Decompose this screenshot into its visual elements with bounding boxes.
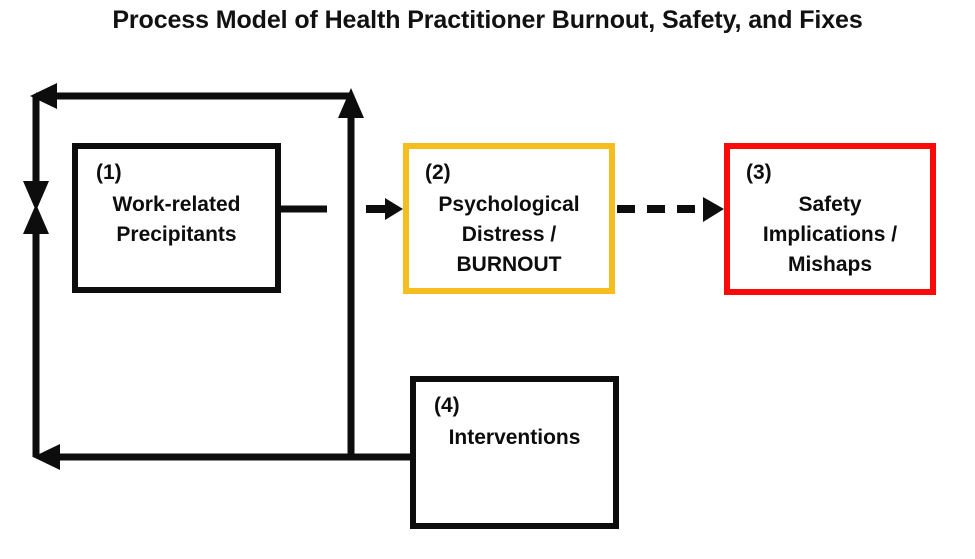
edge-bottom-arrowhead	[33, 444, 60, 470]
edge-riser-arrowhead	[338, 88, 364, 118]
node-3-index: (3)	[746, 161, 772, 184]
edge-feedback-top	[23, 83, 351, 211]
edge-interventions-feedback	[23, 204, 410, 470]
node-4-label: Interventions	[448, 426, 581, 449]
edge-1-to-2-arrowhead	[385, 198, 403, 220]
edge-feedback-down-arrowhead	[23, 181, 49, 211]
node-3-label: Safety Implications / Mishaps	[762, 193, 898, 276]
edge-riser-to-top	[338, 88, 364, 457]
edge-1-to-2	[281, 198, 403, 220]
edge-2-to-3	[617, 197, 724, 222]
node-psychological-distress-burnout[interactable]: (2) Psychological Distress / BURNOUT	[403, 143, 615, 294]
page-title: Process Model of Health Practitioner Bur…	[112, 6, 863, 34]
node-2-label: Psychological Distress / BURNOUT	[438, 193, 580, 276]
node-interventions[interactable]: (4) Interventions	[410, 376, 619, 529]
edge-feedback-top-arrowhead	[30, 83, 57, 109]
edge-2-to-3-arrowhead	[703, 197, 724, 222]
node-1-label: Work-related Precipitants	[112, 193, 241, 246]
node-work-related-precipitants[interactable]: (1) Work-related Precipitants	[72, 143, 281, 293]
node-1-index: (1)	[96, 161, 122, 184]
node-2-index: (2)	[425, 161, 451, 184]
edge-feedback-up-arrowhead	[23, 204, 49, 234]
node-safety-implications-mishaps[interactable]: (3) Safety Implications / Mishaps	[724, 143, 936, 295]
node-4-index: (4)	[434, 394, 460, 417]
